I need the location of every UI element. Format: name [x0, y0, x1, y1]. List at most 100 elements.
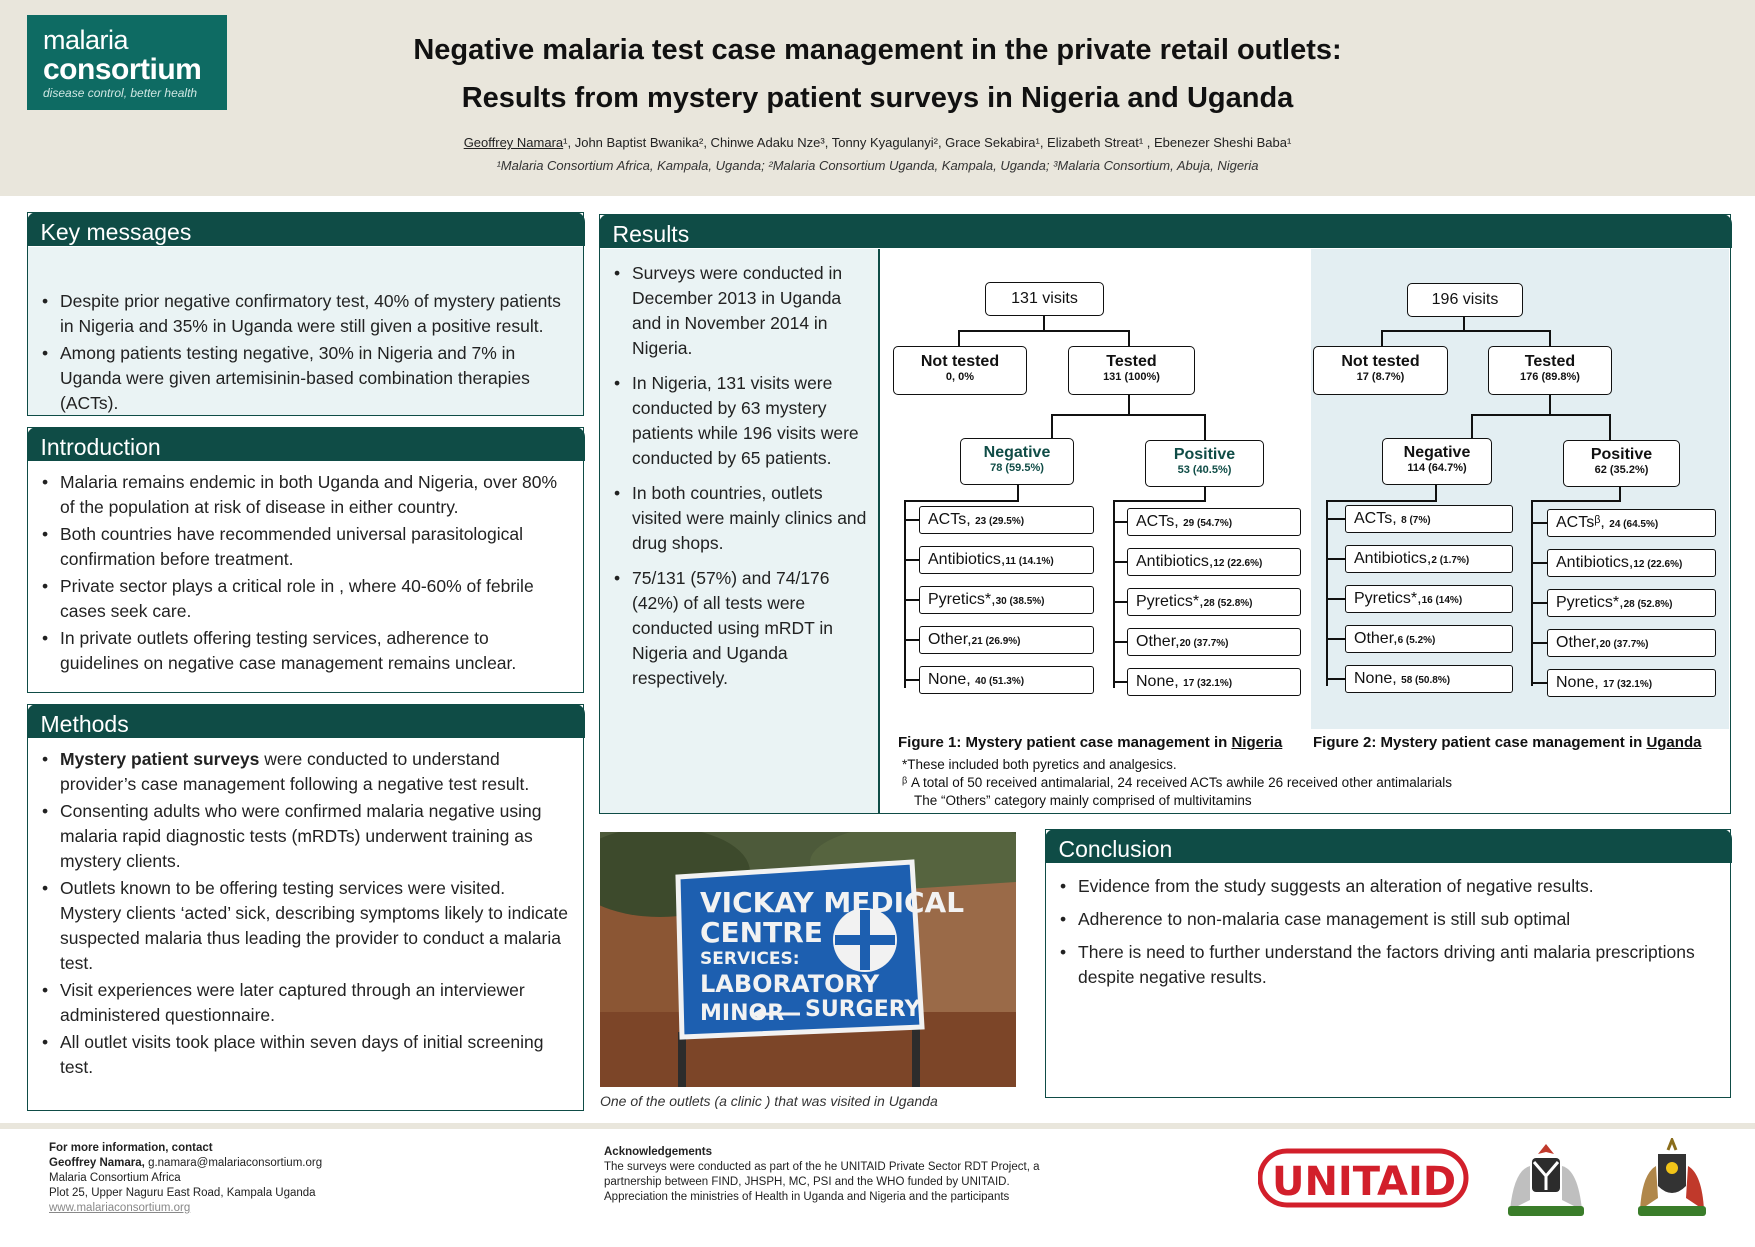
footnote-pyretics: *These included both pyretics and analge… [902, 757, 1177, 772]
list-item: Mystery patient surveys were conducted t… [28, 747, 568, 797]
uganda-coat-of-arms-icon [1632, 1135, 1712, 1224]
box-title: Tested [1106, 353, 1157, 370]
list-item: Malaria remains endemic in both Uganda a… [28, 470, 568, 520]
list-item: Visit experiences were later captured th… [28, 978, 568, 1028]
caption-text: Figure 1: Mystery patient case managemen… [898, 734, 1232, 751]
logo-text-consortium: consortium [43, 53, 202, 86]
outcome-value: 6 (5.2%) [1397, 635, 1436, 646]
sign-text: CENTRE [700, 916, 823, 949]
outcome-value: 24 (64.5%) [1609, 519, 1659, 530]
methods-list: Mystery patient surveys were conducted t… [28, 747, 568, 1082]
outcome-label: Other, [1354, 630, 1398, 647]
outcome-box: ACTsᵝ, 24 (64.5%) [1547, 509, 1716, 537]
outcome-value: 58 (50.8%) [1401, 675, 1451, 686]
unitaid-logo-text: UNITAID [1272, 1159, 1456, 1205]
box-value: 62 (35.2%) [1594, 464, 1649, 476]
sign-text: VICKAY MEDICAL [700, 886, 964, 919]
outcome-label: ACTs, [928, 511, 976, 528]
introduction-heading: Introduction [26, 426, 585, 461]
box-title: Positive [1173, 446, 1236, 463]
list-item: Consenting adults who were confirmed mal… [28, 799, 568, 874]
results-panel: Results Surveys were conducted in Decemb… [598, 213, 1732, 814]
list-item: All outlet visits took place within seve… [28, 1030, 568, 1080]
box-value: 0, 0% [945, 371, 975, 383]
list-item-text: were conducted to understand provider’s … [60, 749, 530, 794]
outcome-value: 17 (32.1%) [1603, 679, 1653, 690]
sign-text: SERVICES: [700, 949, 800, 969]
co-authors: ¹, John Baptist Bwanika², Chinwe Adaku N… [563, 135, 1292, 150]
outcome-box: Antibiotics,11 (14.1%) [919, 546, 1094, 574]
nigeria-coat-of-arms-icon [1500, 1140, 1592, 1224]
acknowledgements-block: Acknowledgements The surveys were conduc… [604, 1145, 1039, 1205]
box-title: Negative [1403, 444, 1471, 461]
list-item: In private outlets offering testing serv… [28, 626, 568, 676]
outcome-value: 17 (32.1%) [1183, 678, 1233, 689]
outcome-label: Pyretics*, [1354, 590, 1422, 607]
results-list: Surveys were conducted in December 2013 … [600, 261, 870, 693]
mystery-patient-surveys-bold: Mystery patient surveys [60, 749, 260, 769]
outcome-box: Antibiotics,2 (1.7%) [1345, 545, 1513, 573]
list-item: Private sector plays a critical role in … [28, 574, 568, 624]
acknowledgement-line: partnership between FIND, JHSPH, MC, PSI… [604, 1176, 1010, 1188]
conclusion-panel: Conclusion Evidence from the study sugge… [1044, 828, 1732, 1098]
box-value: 176 (89.8%) [1520, 371, 1580, 383]
outcome-label: Pyretics*, [928, 591, 996, 608]
caption-country: Uganda [1646, 734, 1702, 751]
list-item: In Nigeria, 131 visits were conducted by… [600, 371, 870, 471]
outcome-box: None, 40 (51.3%) [919, 666, 1094, 694]
outcome-box: Pyretics*,30 (38.5%) [919, 586, 1094, 614]
outcome-box: None, 58 (50.8%) [1345, 665, 1513, 693]
outcome-label: Pyretics*, [1556, 594, 1624, 611]
uganda-visits-label: 196 visits [1431, 291, 1499, 308]
outcome-value: 28 (52.8%) [1203, 598, 1253, 609]
logo-tagline: disease control, better health [43, 86, 198, 100]
results-heading: Results [598, 213, 1732, 248]
list-item: Despite prior negative confirmatory test… [28, 289, 568, 339]
outcome-value: 12 (22.6%) [1213, 558, 1263, 569]
outcome-value: 40 (51.3%) [975, 676, 1025, 687]
sign-text: SURGERY [805, 997, 921, 1022]
figure2-caption: Figure 2: Mystery patient case managemen… [1313, 734, 1701, 751]
outcome-box: ACTs, 8 (7%) [1345, 505, 1513, 533]
nigeria-visits-label: 131 visits [1011, 290, 1078, 307]
outcome-value: 28 (52.8%) [1623, 599, 1673, 610]
list-item: In both countries, outlets visited were … [600, 481, 870, 556]
box-title: Tested [1524, 353, 1576, 370]
outcome-box: Antibiotics,12 (22.6%) [1547, 549, 1716, 577]
outcome-box: None, 17 (32.1%) [1127, 668, 1301, 696]
box-title: Negative [983, 444, 1051, 461]
list-item: 75/131 (57%) and 74/176 (42%) of all tes… [600, 566, 870, 691]
methods-heading: Methods [26, 703, 585, 738]
outcome-box: Other,20 (37.7%) [1127, 628, 1301, 656]
outcome-label: ACTs, [1136, 513, 1184, 530]
uganda-chart-background [1311, 249, 1729, 729]
outcome-box: Antibiotics,12 (22.6%) [1127, 548, 1301, 576]
contact-website-link[interactable]: www.malariaconsortium.org [49, 1202, 191, 1214]
box-value: 114 (64.7%) [1407, 462, 1467, 474]
outcome-label: None, [1354, 670, 1402, 687]
unitaid-logo: UNITAID [1257, 1147, 1470, 1213]
nigeria-visits-box: 131 visits [985, 282, 1104, 316]
footnote-antimalarial: ᵝ A total of 50 received antimalarial, 2… [902, 775, 1452, 790]
outcome-value: 20 (37.7%) [1599, 639, 1649, 650]
box-title: Not tested [1341, 353, 1420, 370]
malaria-consortium-logo: malaria consortium disease control, bett… [27, 15, 227, 110]
outcome-value: 2 (1.7%) [1431, 555, 1470, 566]
outcome-label: ACTsᵝ, [1556, 514, 1610, 531]
outcome-label: Other, [1556, 634, 1600, 651]
list-item: Outlets known to be offering testing ser… [28, 876, 568, 976]
results-text-column: Surveys were conducted in December 2013 … [600, 249, 878, 813]
outcome-label: None, [1556, 674, 1604, 691]
box-value: 17 (8.7%) [1356, 371, 1405, 383]
outcome-box: Pyretics*,16 (14%) [1345, 585, 1513, 613]
acknowledgement-line: The surveys were conducted as part of th… [604, 1161, 1040, 1173]
box-title: Not tested [920, 353, 1000, 370]
outcome-value: 20 (37.7%) [1179, 638, 1229, 649]
outcome-value: 30 (38.5%) [995, 596, 1045, 607]
list-item: Adherence to non-malaria case management… [1046, 907, 1706, 932]
